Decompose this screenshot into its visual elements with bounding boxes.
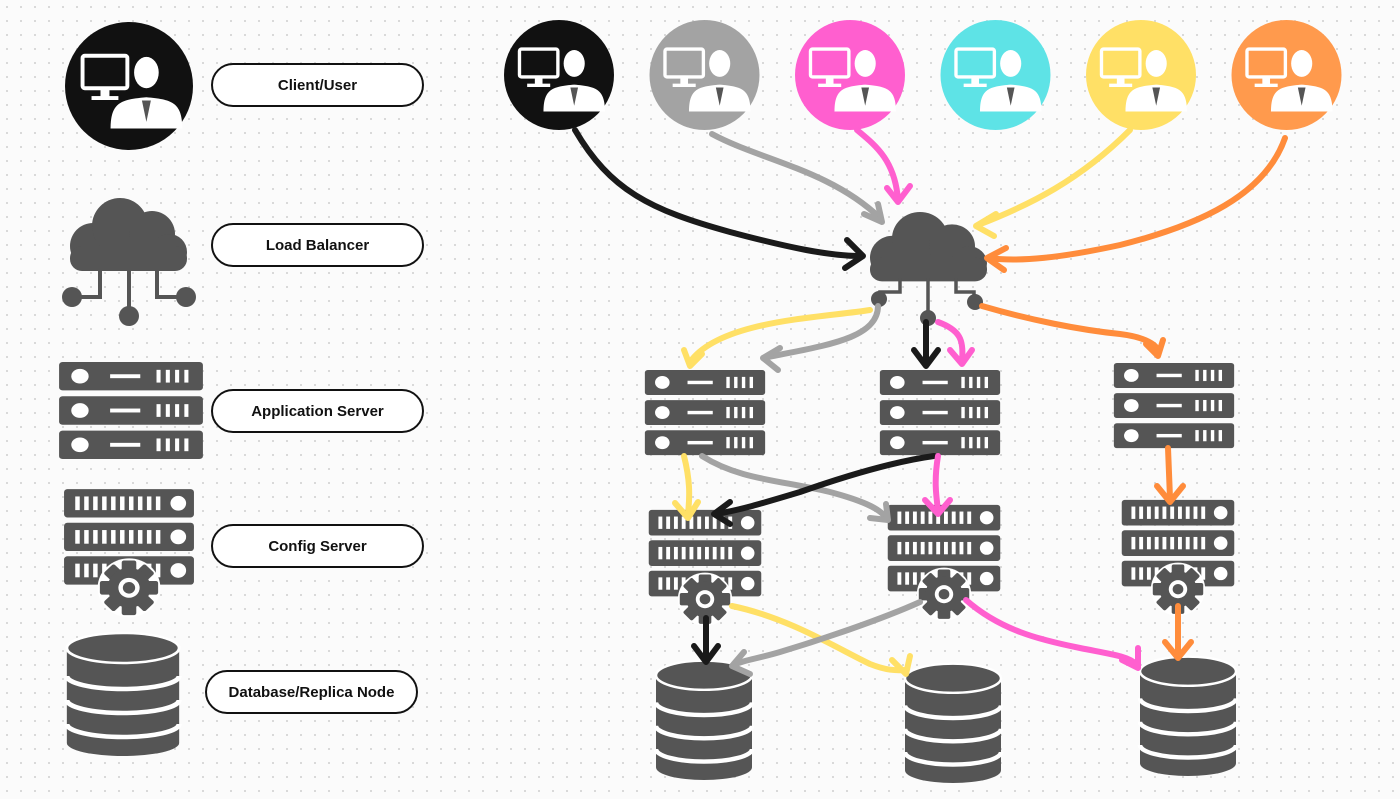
- load-balancer-node: [870, 212, 987, 326]
- arrow-black-client-to-lb-head: [842, 237, 866, 271]
- database-node-3: [1140, 657, 1236, 776]
- arrow-yellow-app1-to-config1: [681, 453, 693, 517]
- legend-label-config-server: Config Server: [211, 524, 424, 568]
- arrow-yellow-app1-to-config1-head: [672, 499, 701, 521]
- client-user-avatar-3: [795, 20, 905, 130]
- legend-application-server-icon: [59, 362, 203, 460]
- legend-client-user-icon: [65, 22, 193, 150]
- config-server-3: [1121, 499, 1235, 616]
- legend-label-load-balancer: Load Balancer: [211, 223, 424, 267]
- arrow-pink-client-to-lb: [854, 127, 901, 203]
- client-user-avatar-1: [504, 20, 614, 130]
- arrow-gray-client-to-lb-head: [861, 201, 885, 225]
- arrow-pink-lb-to-app2: [935, 319, 966, 363]
- arrow-yellow-lb-to-app1: [687, 307, 873, 365]
- arrow-black-app2-to-config1-head: [711, 499, 733, 527]
- arrow-gray-config2-to-db1-head: [729, 649, 753, 677]
- arrow-orange-client-to-lb: [985, 135, 1288, 263]
- arrow-orange-app3-to-config3-head: [1154, 483, 1186, 505]
- client-user-avatar-4: [940, 20, 1051, 130]
- arrow-gray-config2-to-db1: [733, 599, 923, 667]
- config-server-2: [887, 504, 1001, 621]
- legend-database-icon: [67, 633, 179, 756]
- app-server-1: [644, 370, 766, 456]
- arrow-gray-app1-to-config2-head: [867, 501, 891, 523]
- arrow-pink-config2-to-db3: [963, 597, 1139, 667]
- app-server-2: [879, 370, 1001, 456]
- arrow-yellow-config1-to-db2-head: [889, 653, 913, 677]
- legend-config-server-icon: [64, 489, 194, 618]
- legend-label-application-server: Application Server: [211, 389, 424, 433]
- arrow-black-lb-to-app2-head: [911, 347, 941, 369]
- arrow-pink-app2-to-config2-head: [922, 497, 953, 517]
- arrow-orange-lb-to-app3: [979, 303, 1161, 355]
- arrow-black-client-to-lb: [572, 127, 863, 259]
- arrow-black-config1-to-db1-head: [691, 643, 721, 665]
- arrow-pink-app2-to-config2: [932, 453, 941, 513]
- arrow-orange-config3-to-db3-head: [1162, 639, 1194, 661]
- arrow-pink-client-to-lb-head: [884, 183, 913, 205]
- arrow-gray-app1-to-config2: [699, 453, 889, 521]
- client-user-avatar-6: [1231, 20, 1342, 130]
- legend-load-balancer-icon: [62, 198, 196, 326]
- arrow-orange-lb-to-app3-head: [1143, 337, 1166, 359]
- arrow-yellow-config1-to-db2: [729, 603, 909, 674]
- database-node-2: [905, 664, 1001, 783]
- app-server-3: [1113, 363, 1235, 449]
- arrow-gray-lb-to-app1-head: [760, 345, 783, 373]
- client-user-avatar-2: [649, 20, 760, 130]
- client-user-avatar-5: [1086, 20, 1196, 130]
- arrow-yellow-client-to-lb-head: [973, 211, 999, 239]
- arrow-black-app2-to-config1: [713, 453, 937, 517]
- legend-label-client-user: Client/User: [211, 63, 424, 107]
- legend-label-database-replica-node: Database/Replica Node: [205, 670, 418, 714]
- arrow-orange-client-to-lb-head: [984, 245, 1009, 273]
- arrow-gray-lb-to-app1: [761, 303, 881, 361]
- database-node-1: [656, 661, 752, 780]
- arrow-gray-client-to-lb: [709, 131, 883, 221]
- arrow-pink-lb-to-app2-head: [947, 347, 975, 367]
- arrow-yellow-client-to-lb: [975, 127, 1133, 228]
- arrow-pink-config2-to-db3-head: [1119, 645, 1141, 671]
- arrow-yellow-lb-to-app1-head: [681, 347, 705, 369]
- arrow-orange-app3-to-config3: [1165, 445, 1173, 501]
